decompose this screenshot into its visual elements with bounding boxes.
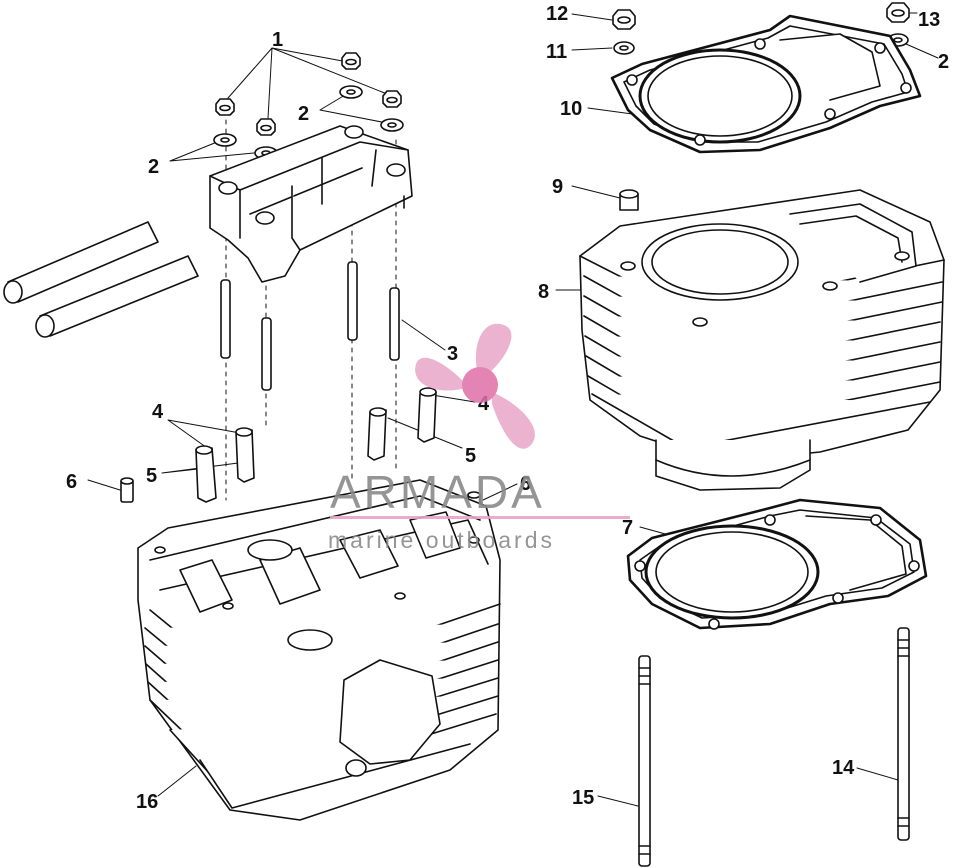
watermark-rule <box>330 516 630 519</box>
watermark-title: ARMADA <box>330 466 545 518</box>
callout-13: 13 <box>918 9 940 31</box>
long-studs <box>638 627 910 867</box>
valve-guides <box>195 387 437 503</box>
watermark-subtitle: marine outboards <box>328 527 555 553</box>
base-gasket <box>626 498 928 630</box>
callout-2: 2 <box>298 103 309 125</box>
cylinder-block <box>579 189 945 491</box>
callout-2: 2 <box>148 156 159 178</box>
callout-1: 1 <box>272 29 283 51</box>
callout-2: 2 <box>938 51 949 73</box>
callout-14: 14 <box>832 757 855 779</box>
rocker-holder <box>209 125 413 283</box>
studs <box>220 261 400 391</box>
callout-10: 10 <box>560 98 582 120</box>
callout-5: 5 <box>465 445 476 467</box>
callout-11: 11 <box>546 41 567 63</box>
cylinder-head <box>137 479 501 821</box>
callout-6: 6 <box>66 471 77 493</box>
callout-16: 16 <box>136 791 158 813</box>
watermark: ARMADA marine outboards <box>328 323 630 553</box>
propeller-logo <box>415 323 535 449</box>
callout-12: 12 <box>546 3 568 25</box>
head-gasket-upper <box>610 14 922 154</box>
callout-6: 6 <box>520 473 531 495</box>
callout-5: 5 <box>146 465 157 487</box>
callout-3: 3 <box>447 343 458 365</box>
callout-9: 9 <box>552 176 563 198</box>
callout-8: 8 <box>538 281 549 303</box>
callout-4: 4 <box>152 401 164 423</box>
callout-7: 7 <box>622 517 633 539</box>
rocker-shafts <box>3 221 199 338</box>
callout-15: 15 <box>572 787 594 809</box>
